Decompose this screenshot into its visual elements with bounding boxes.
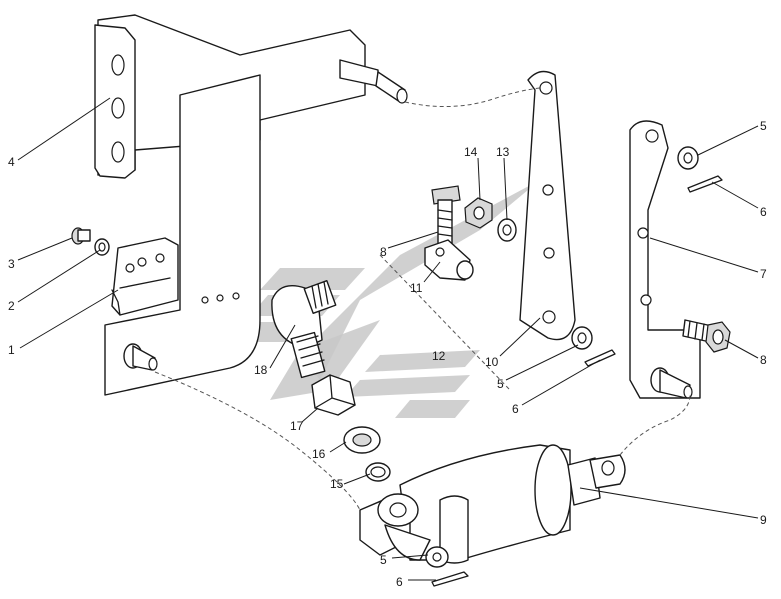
callout-2: 2 xyxy=(8,299,15,313)
callout-7: 7 xyxy=(760,267,767,281)
nut-14 xyxy=(464,197,493,229)
callout-5-upper: 5 xyxy=(760,119,767,133)
cotter-pin-6-middle xyxy=(584,349,616,367)
callout-5-lower: 5 xyxy=(380,553,387,567)
washer-5-lower xyxy=(425,546,449,568)
front-plate xyxy=(104,74,261,396)
clevis-11 xyxy=(424,239,474,281)
callout-6-middle: 6 xyxy=(512,402,519,416)
callout-11: 11 xyxy=(410,281,423,295)
callout-13: 13 xyxy=(496,145,510,159)
callout-3: 3 xyxy=(8,257,15,271)
hydraulic-cylinder-9 xyxy=(359,444,626,564)
washer-5-upper xyxy=(677,146,699,170)
lever-10 xyxy=(519,70,576,341)
callout-9: 9 xyxy=(760,513,767,527)
callout-8-right: 8 xyxy=(760,353,767,367)
bolt-8-right xyxy=(682,319,731,353)
lever-7-pin xyxy=(650,367,693,399)
callout-14: 14 xyxy=(464,145,478,159)
cotter-pin-6-upper xyxy=(687,175,723,193)
bolt-3 xyxy=(71,227,91,245)
lever-7 xyxy=(629,120,701,399)
callout-8-upper: 8 xyxy=(380,245,387,259)
callout-6-upper: 6 xyxy=(760,205,767,219)
front-plate-pin xyxy=(123,343,158,371)
callout-10: 10 xyxy=(485,355,499,369)
callout-12: 12 xyxy=(432,349,446,363)
callout-15: 15 xyxy=(330,477,344,491)
callout-5-middle: 5 xyxy=(497,377,504,391)
washer-13 xyxy=(497,218,517,242)
small-bracket xyxy=(111,237,179,316)
washer-2 xyxy=(94,238,110,256)
elbow-fitting-18 xyxy=(271,279,337,379)
ring-15 xyxy=(365,462,391,482)
callout-17: 17 xyxy=(290,419,304,433)
nut-17 xyxy=(311,374,356,416)
callout-16: 16 xyxy=(312,447,326,461)
washer-5-middle xyxy=(571,326,593,350)
callout-4: 4 xyxy=(8,155,15,169)
callout-18: 18 xyxy=(254,363,268,377)
bolt-8-upper xyxy=(431,185,461,245)
callout-6-lower: 6 xyxy=(396,575,403,589)
callout-1: 1 xyxy=(8,343,15,357)
callout-labels: 1 2 3 4 5 6 7 8 9 5 6 10 12 11 8 14 13 1… xyxy=(8,119,767,589)
rear-bracket-pin xyxy=(339,59,408,104)
assembly-path-lines xyxy=(154,87,691,511)
cotter-pin-6-lower xyxy=(431,571,469,587)
leader-lines xyxy=(17,97,759,581)
seal-16 xyxy=(343,426,381,454)
